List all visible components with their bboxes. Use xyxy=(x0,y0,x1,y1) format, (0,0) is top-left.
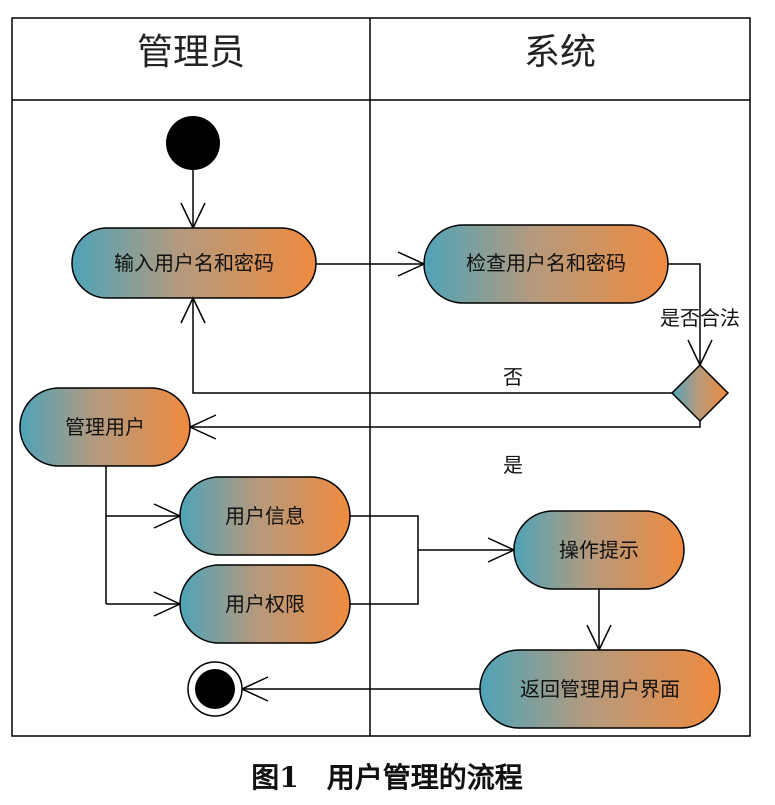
node-operation-prompt-label: 操作提示 xyxy=(559,538,639,562)
node-user-info-label: 用户信息 xyxy=(225,504,305,528)
arrowhead xyxy=(180,296,206,324)
edge-check-to-decision xyxy=(668,263,701,365)
node-manage-users xyxy=(19,387,191,467)
node-user-permissions-label: 用户权限 xyxy=(225,592,305,616)
edge-label-no: 否 xyxy=(503,365,523,389)
edge-label-is-valid: 是否合法 xyxy=(660,306,740,330)
node-manage-users-label: 管理用户 xyxy=(65,415,145,439)
edge-merge xyxy=(350,515,419,605)
lane-title-admin: 管理员 xyxy=(137,32,245,73)
node-input-credentials-label: 输入用户名和密码 xyxy=(114,251,274,275)
edge-label-yes: 是 xyxy=(503,453,523,477)
start-node xyxy=(166,116,220,170)
figure-caption: 图1 用户管理的流程 xyxy=(251,761,522,794)
node-return-to-manage-label: 返回管理用户界面 xyxy=(520,677,680,701)
swimlane-frame xyxy=(11,17,751,737)
node-check-credentials-label: 检查用户名和密码 xyxy=(466,251,626,275)
edge-no-to-input xyxy=(192,298,672,394)
edge-yes-to-manage xyxy=(190,421,701,428)
lane-title-system: 系统 xyxy=(524,32,596,73)
end-node-inner xyxy=(195,669,235,709)
node-input-credentials xyxy=(71,227,317,299)
decision-diamond xyxy=(670,363,730,423)
